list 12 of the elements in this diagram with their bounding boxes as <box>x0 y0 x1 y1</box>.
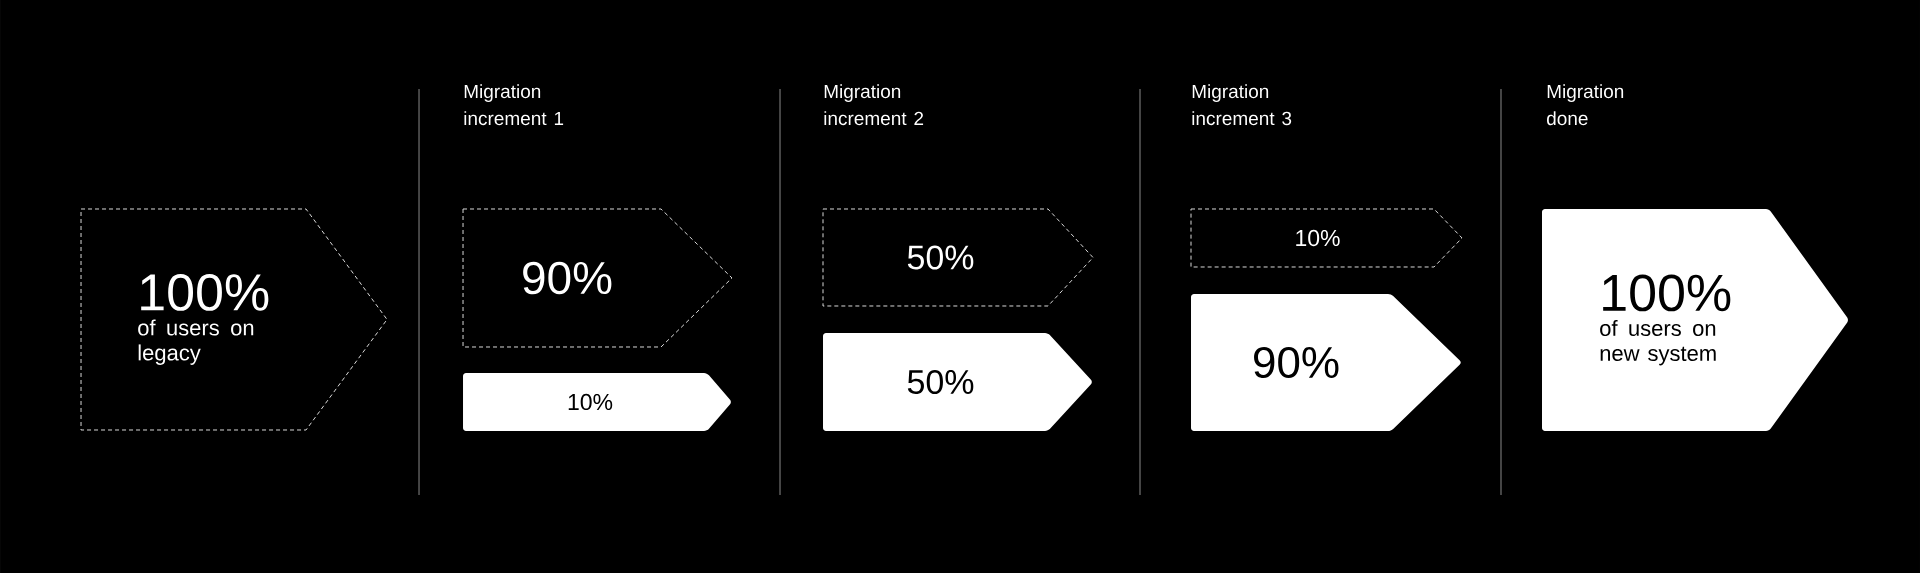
arrow-box: 50% <box>823 333 1092 431</box>
arrow-box: 10% <box>463 373 731 431</box>
arrow-box: 50% <box>822 208 1094 307</box>
arrow-box: 100% of users on legacy <box>80 208 388 431</box>
column-heading: Migration done <box>1547 84 1624 126</box>
column-heading: Migration increment 2 <box>824 84 924 126</box>
arrow-box: 100% of users on new system <box>1542 209 1848 431</box>
arrow-box: 90% <box>1191 294 1461 431</box>
arrow-box: 90% <box>462 208 733 348</box>
column-heading: Migration increment 1 <box>464 84 564 126</box>
arrow-box: 10% <box>1190 208 1463 268</box>
column-heading: Migration increment 3 <box>1192 84 1292 126</box>
